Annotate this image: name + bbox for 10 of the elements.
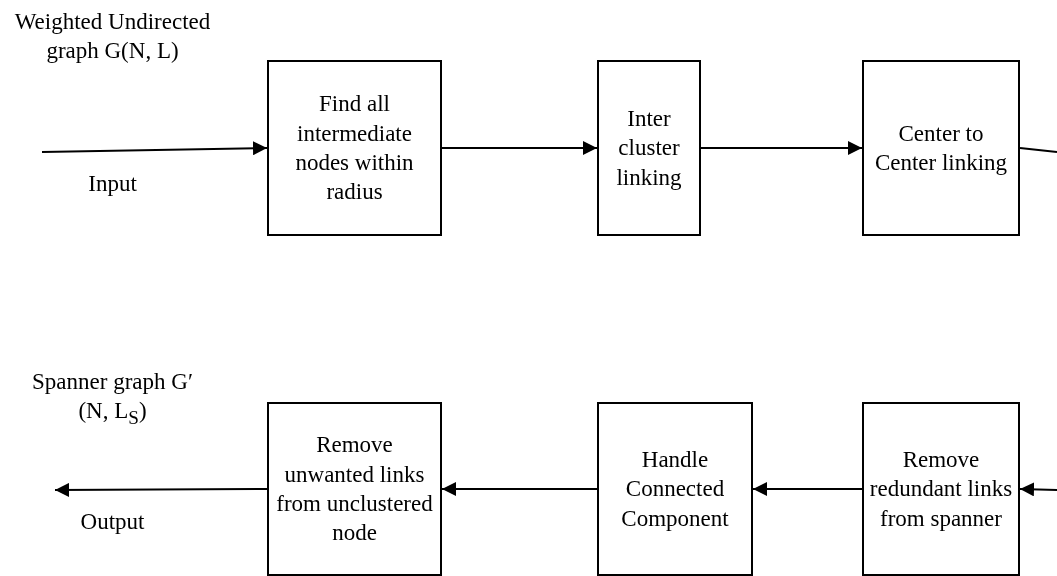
process-box: Inter cluster linking [597, 60, 701, 236]
process-box: Center to Center linking [862, 60, 1020, 236]
process-box: Remove redundant links from spanner [862, 402, 1020, 576]
io-label: Spanner graph G′(N, L$_{S}$) [31, 368, 194, 430]
process-box: Handle Connected Component [597, 402, 753, 576]
process-box: Remove unwanted links from unclustered node [267, 402, 442, 576]
process-box: Find all intermediate nodes within radius [267, 60, 442, 236]
io-label: Input [87, 170, 138, 198]
io-label: Weighted Undirected graph G(N, L) [13, 8, 212, 65]
io-label: Output [79, 508, 146, 536]
